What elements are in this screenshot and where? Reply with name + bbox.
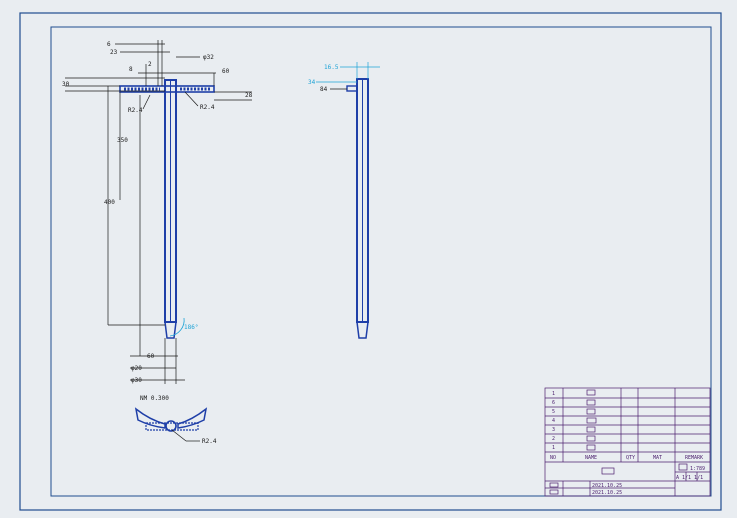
detail-hub	[165, 420, 177, 432]
side-dim-84: 84	[320, 86, 328, 93]
row-no-7: 1	[552, 391, 555, 397]
dim-30: 30	[62, 81, 70, 88]
side-dim-34: 34	[308, 79, 316, 86]
dim-400: 400	[104, 199, 115, 206]
row-no-3: 3	[552, 427, 555, 433]
title-block-text: 1 6 5 4 3 2 1 NO NAME QTY MAT REMARK 1:7…	[550, 391, 705, 496]
dim-phi32: φ32	[203, 54, 214, 61]
side-head	[346, 85, 358, 92]
scale: 1:789	[690, 466, 705, 472]
inner-border	[50, 26, 712, 497]
row-no-5: 5	[552, 409, 555, 415]
shaft-tip	[164, 321, 177, 339]
header-name: NAME	[585, 455, 597, 461]
detail-radius: R2.4	[202, 438, 217, 445]
dim-6: 6	[107, 41, 111, 48]
dim-8: 8	[129, 66, 133, 73]
dim-angle: 186°	[184, 324, 198, 331]
side-dim-16-5: 16.5	[324, 64, 339, 71]
dim-r24-right: R2.4	[200, 104, 215, 111]
header-remark: REMARK	[685, 455, 703, 461]
title-block	[544, 387, 711, 497]
dim-23: 23	[110, 49, 118, 56]
outer-border	[19, 12, 722, 511]
detail-label: NM 0.300	[140, 395, 169, 402]
row-no-1: 1	[552, 445, 555, 451]
dim-28: 28	[245, 92, 253, 99]
side-tip	[356, 321, 369, 339]
side-view: 16.5 34 84	[308, 62, 380, 339]
dim-60b: 60	[147, 353, 155, 360]
detail-view: NM 0.300 R2.4	[134, 395, 217, 445]
angle-arc	[169, 317, 185, 337]
scale-sub: A 1/1 1/1	[676, 475, 703, 481]
dim-60: 60	[222, 68, 230, 75]
row-no-4: 4	[552, 418, 555, 424]
handle-bar	[119, 85, 215, 93]
dim-350: 350	[117, 137, 128, 144]
header-mat: MAT	[653, 455, 662, 461]
row-no-2: 2	[552, 436, 555, 442]
dim-phi20: φ20	[131, 365, 142, 372]
dim-phi30: φ30	[131, 377, 142, 384]
date-1: 2021.10.25	[592, 483, 622, 489]
detail-wing-right	[177, 407, 208, 429]
detail-wing-left	[134, 407, 166, 429]
row-no-6: 6	[552, 400, 555, 406]
header-qty: QTY	[626, 455, 635, 461]
dim-2: 2	[148, 61, 152, 68]
header-no: NO	[550, 455, 556, 461]
front-view: 6 23 8 2 φ32 60 30 28 R2.4 R2.4 350 400 …	[62, 40, 253, 384]
date-2: 2021.10.25	[592, 490, 622, 496]
dim-r24-left: R2.4	[128, 107, 143, 114]
